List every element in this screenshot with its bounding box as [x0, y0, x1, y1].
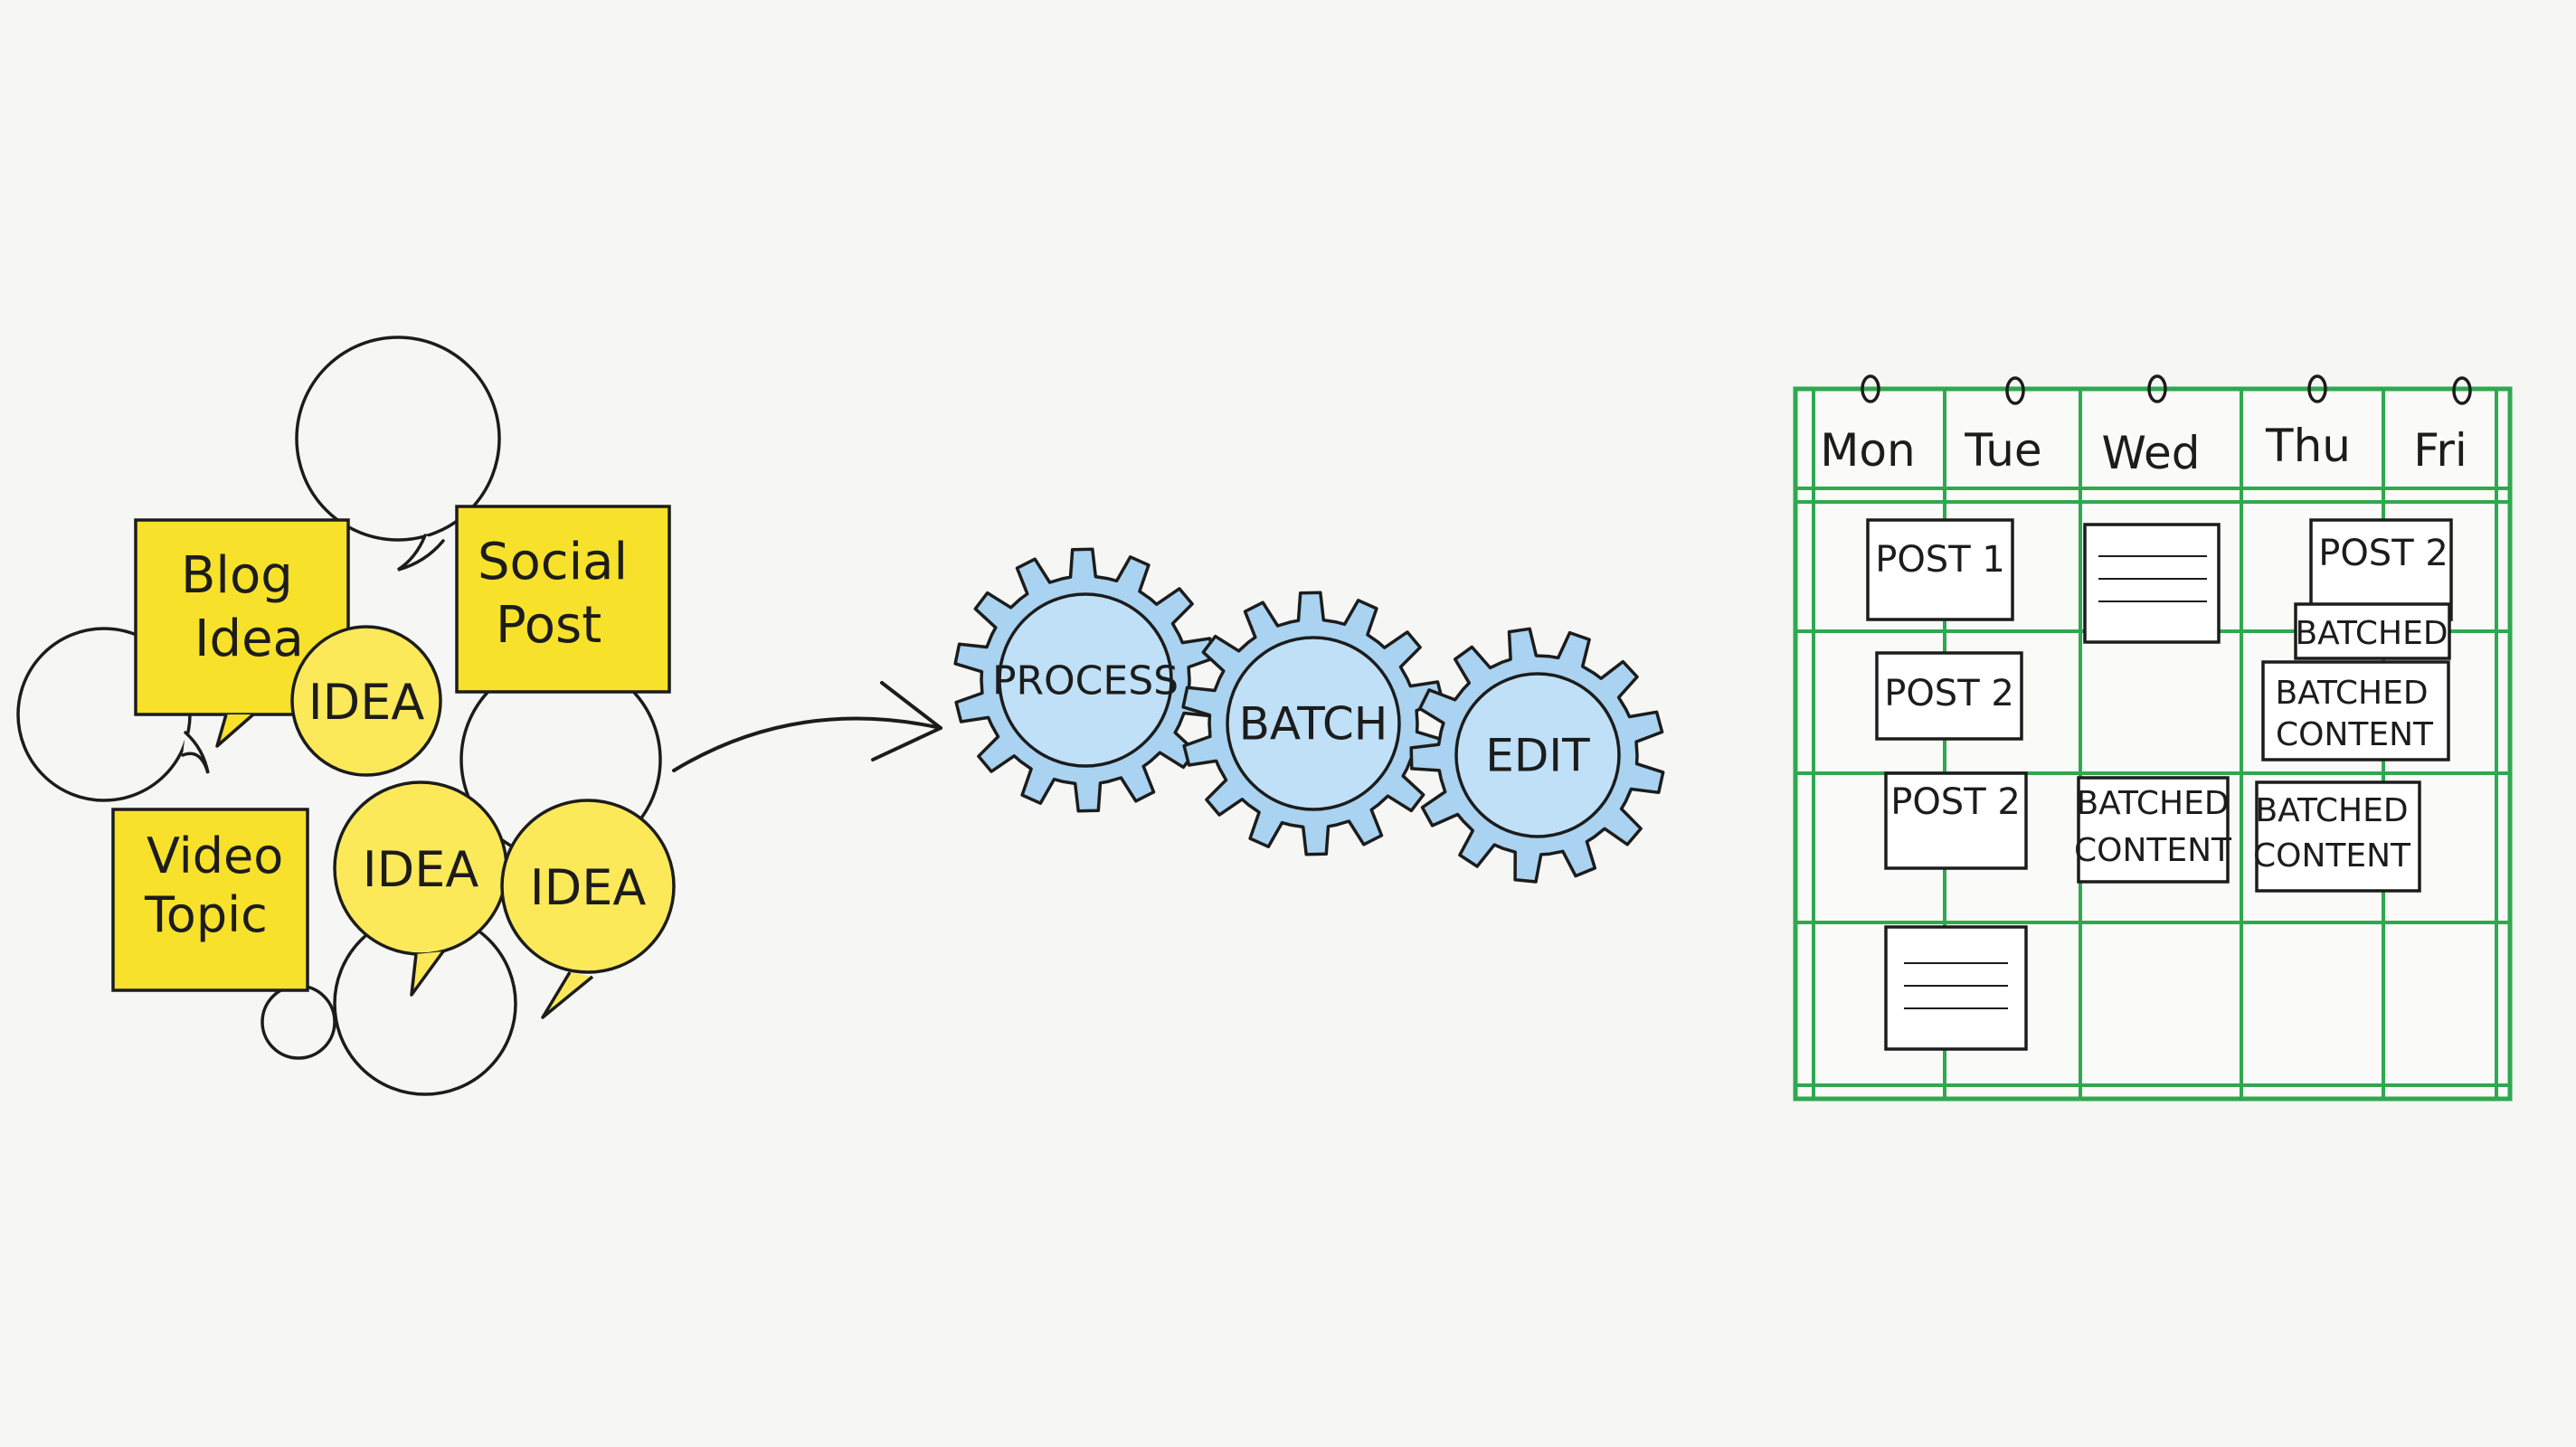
- day-header-fri: Fri: [2413, 424, 2467, 477]
- empty-speech-bubble: [295, 336, 501, 572]
- idea-bubble-label: IDEA: [308, 674, 425, 731]
- batched-card: BATCHED: [2294, 602, 2451, 660]
- gear-hub: [1454, 672, 1621, 838]
- post-card: POST 1: [1866, 518, 2014, 621]
- gear-1: PROCESS: [953, 547, 1217, 813]
- post-card-label: POST 2: [1884, 673, 2014, 714]
- gear-2: BATCH: [1181, 591, 1445, 856]
- idea-bubble: IDEA: [500, 799, 676, 1019]
- day-header-thu: Thu: [2265, 420, 2351, 472]
- day-header-tue: Tue: [1964, 424, 2041, 477]
- idea-bubble: IDEA: [290, 625, 442, 777]
- sticky-note-line: Topic: [144, 886, 268, 943]
- binder-ring-icon: [1861, 374, 1880, 403]
- post-card: POST 2: [1875, 651, 2023, 741]
- card-line: CONTENT: [2276, 716, 2434, 753]
- binder-ring-icon: [2005, 376, 2025, 405]
- card-line: CONTENT: [2074, 832, 2232, 869]
- batched-content-card: BATCHED CONTENT: [2261, 660, 2450, 761]
- sticky-note-video-topic: Video Topic: [111, 808, 309, 992]
- weekly-calendar: Mon Tue Wed Thu Fri POST 1 POST 2 POST 2: [1793, 374, 2513, 1102]
- sticky-note-line: Video: [147, 828, 283, 884]
- card-line: BATCHED: [2255, 792, 2408, 829]
- post-card-label: POST 2: [2318, 533, 2448, 574]
- batched-content-card: BATCHED CONTENT: [2074, 776, 2232, 884]
- blank-lined-card: [1884, 925, 2028, 1051]
- card-line: BATCHED: [2076, 785, 2229, 822]
- card-line: BATCHED: [2275, 675, 2428, 712]
- gear-label: PROCESS: [992, 657, 1179, 704]
- gear-label: EDIT: [1485, 730, 1590, 782]
- gear-label: BATCH: [1239, 698, 1388, 751]
- binder-ring-icon: [2452, 376, 2472, 405]
- binder-ring-icon: [2307, 374, 2327, 403]
- sticky-note-line: Post: [496, 596, 601, 655]
- post-card-label: POST 1: [1875, 539, 2005, 581]
- sticky-note-line: Idea: [194, 610, 304, 668]
- sticky-note-blog-idea: Blog Idea: [134, 518, 350, 748]
- blank-lined-card: [2083, 523, 2221, 644]
- post-card: POST 2: [1884, 771, 2028, 870]
- batched-content-card: BATCHED CONTENT: [2253, 780, 2421, 893]
- binder-ring-icon: [2147, 374, 2167, 403]
- gear-3: EDIT: [1409, 627, 1665, 884]
- card-line: BATCHED: [2295, 615, 2448, 652]
- post-card-label: POST 2: [1890, 781, 2021, 823]
- sticky-note-line: Social: [478, 533, 628, 591]
- empty-speech-bubble: [260, 984, 336, 1060]
- calendar-rings: [1861, 374, 2472, 405]
- idea-bubble-label: IDEA: [363, 841, 479, 898]
- sticky-note-social-post: Social Post: [455, 505, 671, 694]
- gear-hub: [998, 592, 1173, 768]
- card-line: CONTENT: [2253, 837, 2411, 875]
- sticky-note-line: Blog: [181, 546, 293, 605]
- flow-arrow: [672, 681, 942, 772]
- day-header-mon: Mon: [1820, 424, 1915, 477]
- idea-bubble: IDEA: [333, 780, 508, 997]
- process-gears: PROCESS BATCH EDIT: [953, 547, 1665, 884]
- day-header-wed: Wed: [2101, 427, 2200, 479]
- idea-bubble-label: IDEA: [530, 859, 647, 916]
- gear-hub: [1226, 636, 1401, 811]
